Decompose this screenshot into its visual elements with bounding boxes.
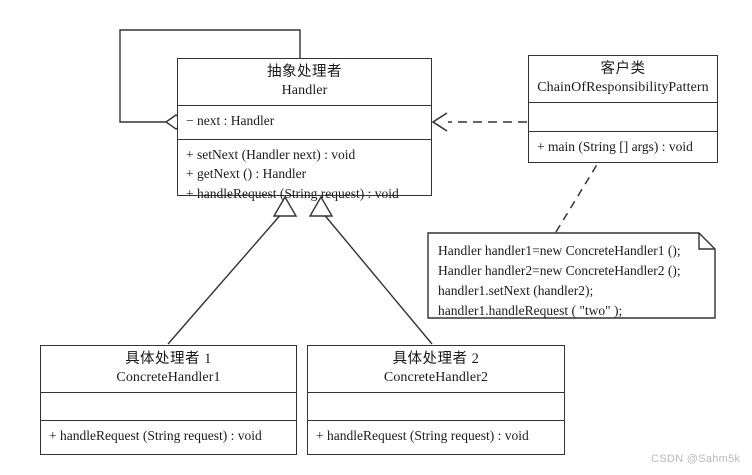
class-header-handler: 抽象处理者 Handler xyxy=(178,59,431,105)
class-name-cn: 客户类 xyxy=(600,61,646,77)
class-name-cn: 具体处理者 2 xyxy=(392,351,480,367)
class-box-concrete-handler-1[interactable]: 具体处理者 1 ConcreteHandler1 + handleRequest… xyxy=(40,345,297,455)
note-anchor-connector xyxy=(555,162,599,233)
class-header-concrete-handler-1: 具体处理者 1 ConcreteHandler1 xyxy=(41,346,296,392)
class-name-cn: 具体处理者 1 xyxy=(125,351,212,367)
dependency-connector xyxy=(431,112,527,132)
class-name-en: ChainOfResponsibilityPattern xyxy=(537,79,709,95)
method-compartment-handler: + setNext (Handler next) : void + getNex… xyxy=(178,138,431,210)
attribute-compartment-concrete-handler-2 xyxy=(308,391,564,420)
class-header-client: 客户类 ChainOfResponsibilityPattern xyxy=(529,56,717,102)
note-line: Handler handler1=new ConcreteHandler1 ()… xyxy=(438,243,681,258)
method-compartment-concrete-handler-2: + handleRequest (String request) : void xyxy=(308,419,564,452)
class-name-en: Handler xyxy=(281,82,328,98)
generalization-connector-1 xyxy=(167,195,298,345)
class-header-concrete-handler-2: 具体处理者 2 ConcreteHandler2 xyxy=(308,346,564,392)
attribute-compartment-client xyxy=(529,101,717,131)
note-box[interactable]: Handler handler1=new ConcreteHandler1 ()… xyxy=(428,233,715,318)
method-compartment-concrete-handler-1: + handleRequest (String request) : void xyxy=(41,419,296,452)
class-name-cn: 抽象处理者 xyxy=(267,64,342,80)
class-box-handler[interactable]: 抽象处理者 Handler − next : Handler + setNext… xyxy=(177,58,432,201)
method-row: + handleRequest (String request) : void xyxy=(186,185,399,201)
method-row: + setNext (Handler next) : void xyxy=(186,146,356,162)
method-compartment-client: + main (String [] args) : void xyxy=(529,130,717,163)
method-row: + main (String [] args) : void xyxy=(537,138,693,154)
method-row: + handleRequest (String request) : void xyxy=(316,427,529,443)
attribute-row: − next : Handler xyxy=(186,112,275,128)
method-row: + handleRequest (String request) : void xyxy=(49,427,262,443)
generalization-connector-2 xyxy=(308,195,433,345)
class-box-client[interactable]: 客户类 ChainOfResponsibilityPattern + main … xyxy=(528,55,718,163)
note-content: Handler handler1=new ConcreteHandler1 ()… xyxy=(438,241,707,320)
note-line: handler1.setNext (handler2); xyxy=(438,282,594,298)
attribute-compartment-concrete-handler-1 xyxy=(41,391,296,420)
class-box-concrete-handler-2[interactable]: 具体处理者 2 ConcreteHandler2 + handleRequest… xyxy=(307,345,565,455)
watermark-label: CSDN @Sahm5k xyxy=(651,453,741,465)
method-row: + getNext () : Handler xyxy=(186,166,307,182)
attribute-compartment-handler: − next : Handler xyxy=(178,104,431,139)
class-name-en: ConcreteHandler2 xyxy=(383,369,489,385)
note-line: Handler handler2=new ConcreteHandler2 ()… xyxy=(438,262,681,278)
note-line: handler1.handleRequest ( "two" ); xyxy=(438,302,623,318)
open-arrowhead-icon xyxy=(431,112,448,132)
class-name-en: ConcreteHandler1 xyxy=(116,369,221,385)
